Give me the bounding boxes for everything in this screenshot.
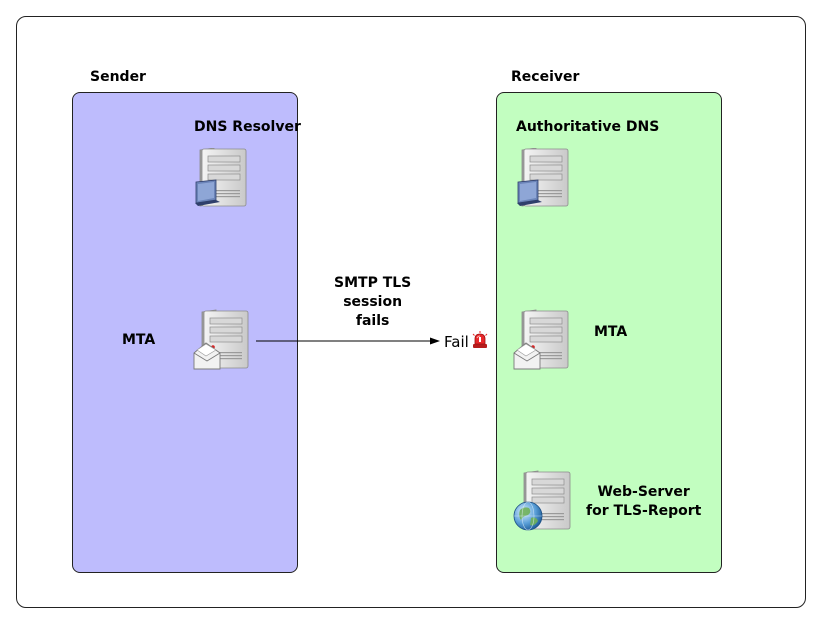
connection-label-line3: fails xyxy=(355,313,390,329)
web-server-label-line1: Web-Server xyxy=(597,484,690,500)
web-server-label: Web-Server for TLS-Report xyxy=(586,483,701,521)
alarm-siren-icon xyxy=(471,331,489,353)
connection-label: SMTP TLS session fails xyxy=(334,274,411,331)
sender-panel xyxy=(72,92,298,573)
web-server-label-line2: for TLS-Report xyxy=(586,503,702,519)
connection-label-line1: SMTP TLS xyxy=(334,275,412,291)
fail-indicator: Fail xyxy=(444,331,489,353)
sender-title: Sender xyxy=(90,69,146,85)
receiver-title: Receiver xyxy=(511,69,580,85)
server-with-globe-icon xyxy=(512,470,574,536)
receiver-mta-label: MTA xyxy=(594,324,628,340)
connection-label-line2: session xyxy=(343,294,403,310)
server-with-book-icon xyxy=(192,147,252,212)
server-with-envelope-icon xyxy=(512,309,574,375)
server-with-envelope-icon xyxy=(192,309,254,375)
dns-resolver-label: DNS Resolver xyxy=(194,119,301,135)
server-with-book-icon xyxy=(514,147,574,212)
fail-text: Fail xyxy=(444,333,469,351)
sender-mta-label: MTA xyxy=(122,332,156,348)
authoritative-dns-label: Authoritative DNS xyxy=(516,119,660,135)
